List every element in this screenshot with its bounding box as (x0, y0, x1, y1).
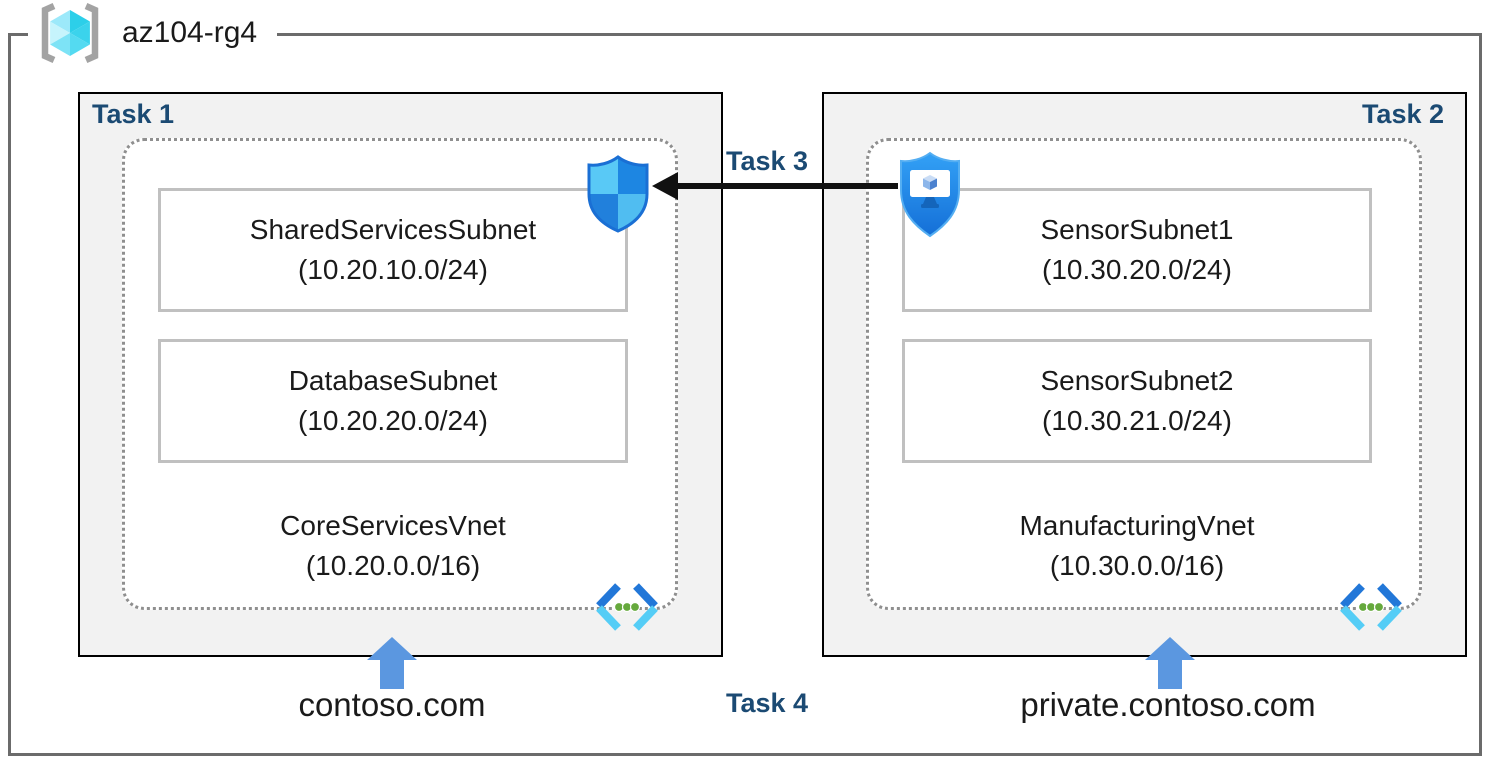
subnet-cidr: (10.30.21.0/24) (1042, 405, 1232, 436)
task2-label: Task 2 (1361, 99, 1444, 129)
task4-label: Task 4 (725, 688, 809, 718)
subnet-name: DatabaseSubnet (288, 365, 498, 396)
blue-up-arrow-stem (1158, 659, 1182, 689)
resource-group-name: az104-rg4 (122, 16, 258, 49)
resource-group-icon (41, 3, 99, 63)
blue-up-arrow-head (367, 637, 417, 660)
blue-up-arrow-stem (380, 659, 404, 689)
subnet-cidr: (10.20.10.0/24) (298, 254, 488, 285)
dns-zone-contoso: contoso.com (298, 686, 486, 723)
bastion-shield-icon (900, 151, 960, 238)
subnet-cidr: (10.30.20.0/24) (1042, 254, 1232, 285)
black-left-arrow-head (652, 172, 678, 200)
subnet-sensor1: SensorSubnet1 (10.30.20.0/24) (902, 188, 1372, 312)
subnet-cidr: (10.20.20.0/24) (298, 405, 488, 436)
vnet-name: ManufacturingVnet (1019, 510, 1255, 541)
virtual-network-icon (596, 583, 658, 631)
vnet-cidr: (10.20.0.0/16) (305, 550, 481, 581)
subnet-sensor2: SensorSubnet2 (10.30.21.0/24) (902, 339, 1372, 463)
resource-group-legend: az104-rg4 (28, 0, 278, 66)
black-left-arrow-line (676, 183, 898, 189)
subnet-database: DatabaseSubnet (10.20.20.0/24) (158, 339, 628, 463)
blue-up-arrow-head (1145, 637, 1195, 660)
subnet-name: SensorSubnet2 (1040, 365, 1234, 396)
task1-label: Task 1 (92, 99, 175, 129)
defender-shield-icon (587, 155, 649, 233)
dns-zone-private-contoso: private.contoso.com (1020, 686, 1316, 723)
vnet-name: CoreServicesVnet (280, 510, 506, 541)
task3-label: Task 3 (725, 146, 809, 176)
virtual-network-icon (1340, 583, 1402, 631)
subnet-shared-services: SharedServicesSubnet (10.20.10.0/24) (158, 188, 628, 312)
resource-group-boundary (8, 33, 1482, 756)
subnet-name: SharedServicesSubnet (249, 214, 537, 245)
manufacturing-vnet-label: ManufacturingVnet (10.30.0.0/16) (902, 506, 1372, 586)
vnet-cidr: (10.30.0.0/16) (1049, 550, 1225, 581)
subnet-name: SensorSubnet1 (1040, 214, 1234, 245)
core-services-vnet-label: CoreServicesVnet (10.20.0.0/16) (158, 506, 628, 586)
